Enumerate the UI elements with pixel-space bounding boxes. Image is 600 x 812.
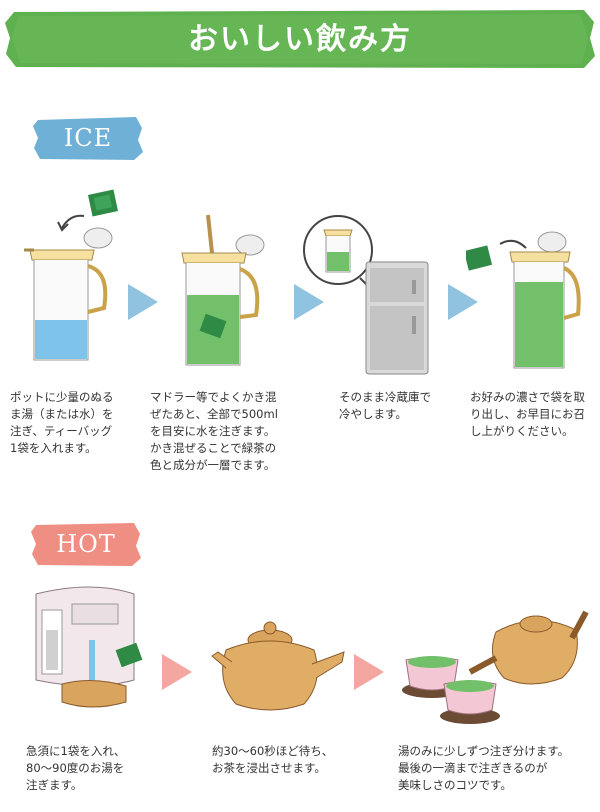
text-line: ま湯（または水）を <box>10 407 114 421</box>
refrigerator-illustration <box>303 215 429 375</box>
pouring-cups-illustration <box>402 610 589 724</box>
hot-step-2-text: 約30〜60秒ほど待ち、 お茶を浸出させます。 <box>212 743 382 777</box>
ice-arrow-1 <box>128 284 158 320</box>
text-line: 色と成分が一層でます。 <box>150 458 276 472</box>
pitcher-ready-illustration <box>466 231 581 369</box>
ice-arrow-2 <box>294 284 324 320</box>
tea-bag-icon <box>87 189 119 217</box>
text-line: そのまま冷蔵庫で <box>339 390 431 404</box>
text-line: かき混ぜることで緑茶の <box>150 441 277 455</box>
text-line: 美味しさのコツです。 <box>398 778 512 792</box>
text-line: 注ぎ、ティーバッグ <box>10 424 113 438</box>
text-line: 1袋を入れます。 <box>10 441 97 455</box>
ice-badge <box>33 117 143 160</box>
text-line: ポットに少量のぬる <box>10 390 114 404</box>
tea-bag-icon <box>466 245 493 271</box>
text-line: り出し、お早目にお召 <box>470 407 585 421</box>
ice-label: ICE <box>63 124 113 152</box>
hot-arrow-1 <box>162 654 192 690</box>
text-line: 約30〜60秒ほど待ち、 <box>212 744 334 758</box>
ice-step-4-text: お好みの濃さで袋を取 り出し、お早目にお召 し上がりください。 <box>470 389 598 440</box>
title-banner <box>5 10 595 68</box>
hot-arrow-2 <box>354 654 384 690</box>
hot-water-dispenser-illustration <box>35 586 143 708</box>
text-line: 最後の一滴まで注ぎきるのが <box>398 761 548 775</box>
hot-label: HOT <box>56 530 116 558</box>
text-line: を目安に水を注ぎます。 <box>150 424 276 438</box>
text-line: マドラー等でよくかき混 <box>150 390 277 404</box>
tea-bag-icon <box>115 642 143 668</box>
page-title: おいしい飲み方 <box>188 22 412 57</box>
text-line: 80〜90度のお湯を <box>26 761 125 775</box>
pitcher-water-illustration <box>24 189 119 361</box>
hot-step-3-text: 湯のみに少しずつ注ぎ分けます。 最後の一滴まで注ぎきるのが 美味しさのコツです。 <box>398 743 598 794</box>
text-line: 急須に1袋を入れ、 <box>26 744 126 758</box>
ice-step-1-text: ポットに少量のぬる ま湯（または水）を 注ぎ、ティーバッグ 1袋を入れます。 <box>10 389 150 457</box>
ice-arrow-3 <box>448 284 478 320</box>
ice-step-2-text: マドラー等でよくかき混 ぜたあと、全部で500ml を目安に水を注ぎます。 かき… <box>150 389 300 474</box>
text-line: 注ぎます。 <box>26 778 83 792</box>
text-line: し上がりください。 <box>470 424 574 438</box>
text-line: お好みの濃さで袋を取 <box>470 390 585 404</box>
teapot-steeping-illustration <box>211 621 345 711</box>
tea-bag-icon <box>199 313 227 339</box>
pitcher-stirring-illustration <box>181 214 265 366</box>
text-line: 冷やします。 <box>339 407 407 421</box>
text-line: お茶を浸出させます。 <box>212 761 326 775</box>
hot-badge <box>31 523 141 566</box>
text-line: ぜたあと、全部で500ml <box>150 407 278 421</box>
hot-step-1-text: 急須に1袋を入れ、 80〜90度のお湯を 注ぎます。 <box>26 743 186 794</box>
text-line: 湯のみに少しずつ注ぎ分けます。 <box>398 744 570 758</box>
ice-step-3-text: そのまま冷蔵庫で 冷やします。 <box>339 389 459 423</box>
